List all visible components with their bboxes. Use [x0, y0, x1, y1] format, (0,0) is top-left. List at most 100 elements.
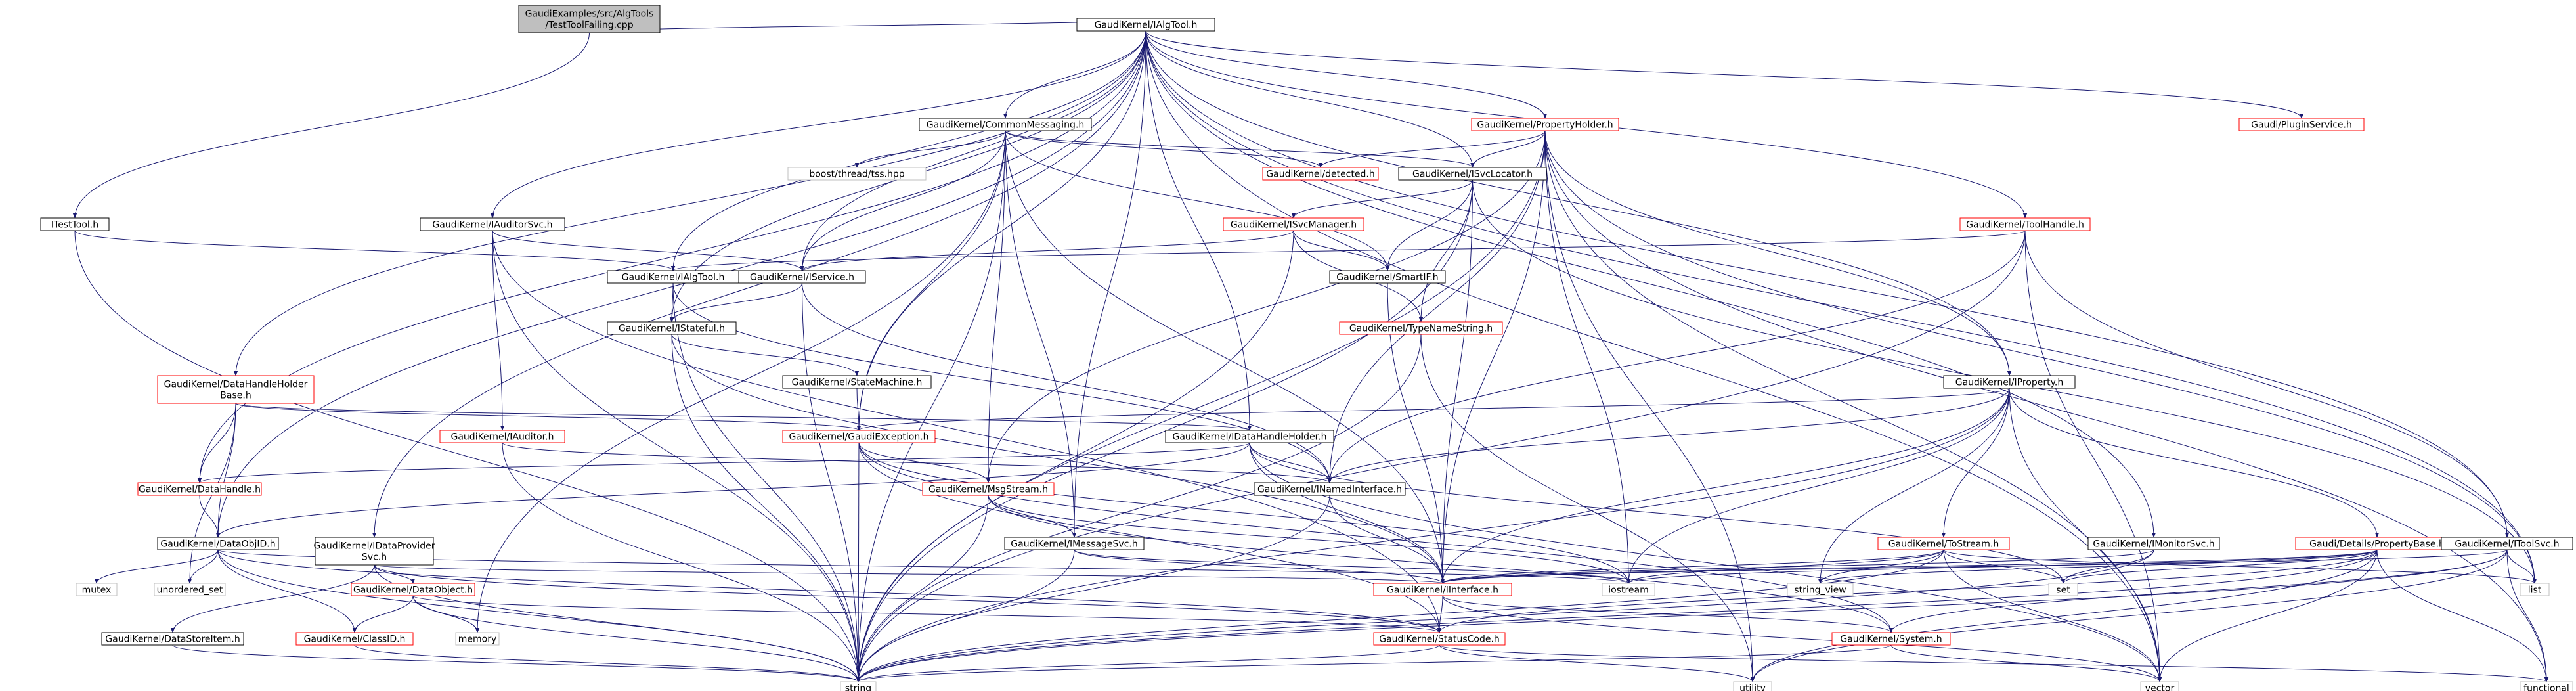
node-idatahandleholder[interactable]: GaudiKernel/IDataHandleHolder.h — [1165, 430, 1334, 443]
node-memory[interactable]: memory — [455, 632, 500, 646]
node-isvclocator[interactable]: GaudiKernel/ISvcLocator.h — [1398, 167, 1547, 181]
edge-root-to-itesttool — [72, 32, 590, 219]
node-string-label: string — [845, 684, 871, 691]
node-statuscode[interactable]: GaudiKernel/StatusCode.h — [1373, 632, 1506, 646]
node-smartif-label: GaudiKernel/SmartIF.h — [1336, 273, 1438, 283]
edge-datahandleholderbase-to-idatahandleholder — [235, 403, 1252, 431]
node-tostream[interactable]: GaudiKernel/ToStream.h — [1877, 537, 2010, 550]
node-iauditor[interactable]: GaudiKernel/IAuditor.h — [439, 430, 565, 443]
node-utility[interactable]: utility — [1733, 681, 1772, 691]
edge-toolhandle-to-inamedinterface — [1327, 230, 2026, 483]
node-utility-label: utility — [1739, 684, 1766, 691]
node-imessagesvc[interactable]: GaudiKernel/IMessageSvc.h — [1004, 537, 1145, 550]
node-statuscode-label: GaudiKernel/StatusCode.h — [1379, 635, 1500, 645]
file-nodes: GaudiExamples/src/AlgTools/TestToolFaili… — [40, 5, 2573, 691]
node-msgstream[interactable]: GaudiKernel/MsgStream.h — [922, 482, 1055, 496]
node-smartif[interactable]: GaudiKernel/SmartIF.h — [1329, 270, 1446, 284]
node-imonitorsvc[interactable]: GaudiKernel/IMonitorSvc.h — [2087, 537, 2220, 550]
edge-iinterface-to-system — [1442, 595, 1894, 633]
node-msgstream-box — [922, 482, 1055, 496]
node-propertybase-label: Gaudi/Details/PropertyBase.h — [2309, 539, 2445, 550]
edge-inamedinterface-to-iinterface — [1329, 495, 1445, 584]
node-dataobjid-label: GaudiKernel/DataObjID.h — [160, 539, 275, 550]
node-typenamestring[interactable]: GaudiKernel/TypeNameString.h — [1339, 321, 1503, 335]
node-datastoreitem-label: GaudiKernel/DataStoreItem.h — [105, 635, 240, 645]
edge-gaudiexception-to-msgstream — [858, 442, 991, 483]
edge-propertybase-to-iinterface — [1441, 549, 2378, 584]
edge-ialgtool_top-to-iauditorsvc — [490, 30, 1146, 219]
edge-ialgtool_top-to-isvclocator — [1145, 30, 1475, 168]
node-isvcmanager[interactable]: GaudiKernel/ISvcManager.h — [1223, 217, 1364, 231]
node-toolhandle[interactable]: GaudiKernel/ToolHandle.h — [1959, 217, 2091, 231]
node-dataobject[interactable]: GaudiKernel/DataObject.h — [351, 583, 475, 596]
node-iauditorsvc-box — [420, 217, 565, 231]
edge-iinterface-to-statuscode — [1437, 595, 1443, 633]
node-datastoreitem[interactable]: GaudiKernel/DataStoreItem.h — [101, 632, 244, 646]
node-mutex[interactable]: mutex — [76, 583, 118, 596]
node-functional-box — [2520, 681, 2573, 691]
node-inamedinterface-box — [1254, 482, 1406, 496]
edge-iauditor-to-inamedinterface — [502, 442, 1332, 483]
edge-isvclocator-to-smartif — [1385, 179, 1473, 271]
node-imonitorsvc-box — [2087, 537, 2220, 550]
node-dataobjid[interactable]: GaudiKernel/DataObjID.h — [157, 537, 279, 550]
edge-toolhandle-to-ialgtool2 — [671, 230, 2026, 271]
node-functional-label: functional — [2523, 684, 2569, 691]
node-classid[interactable]: GaudiKernel/ClassID.h — [295, 632, 414, 646]
node-itoolsvc[interactable]: GaudiKernel/IToolSvc.h — [2441, 537, 2573, 550]
edge-iproperty-to-vector — [2009, 388, 2162, 682]
node-propertybase[interactable]: Gaudi/Details/PropertyBase.h — [2295, 537, 2459, 550]
node-vector[interactable]: vector — [2140, 681, 2179, 691]
edge-isvclocator-to-iinterface — [1440, 179, 1473, 584]
node-commonmessaging[interactable]: GaudiKernel/CommonMessaging.h — [919, 118, 1092, 131]
node-boost-tss[interactable]: boost/thread/tss.hpp — [787, 167, 927, 181]
node-iauditorsvc[interactable]: GaudiKernel/IAuditorSvc.h — [420, 217, 565, 231]
node-itesttool[interactable]: ITestTool.h — [40, 217, 110, 231]
node-iservice[interactable]: GaudiKernel/IService.h — [738, 270, 866, 284]
node-string-view[interactable]: string_view — [1787, 583, 1854, 596]
node-utility-box — [1733, 681, 1772, 691]
edge-classid-to-string — [354, 644, 861, 682]
node-iauditorsvc-label: GaudiKernel/IAuditorSvc.h — [432, 220, 552, 231]
node-list[interactable]: list — [2520, 583, 2550, 596]
edge-iproperty-to-string_view — [1818, 388, 2010, 584]
node-ialgtool-top[interactable]: GaudiKernel/IAlgTool.h — [1076, 18, 1215, 32]
edge-ialgtool_top-to-ialgtool2 — [670, 30, 1146, 271]
node-statuscode-box — [1373, 632, 1506, 646]
edge-itoolsvc-to-system — [1888, 549, 2508, 633]
edge-ialgtool_top-to-vector — [1145, 30, 2162, 682]
node-iostream[interactable]: iostream — [1602, 583, 1655, 596]
node-pluginservice[interactable]: Gaudi/PluginService.h — [2238, 118, 2365, 131]
node-statemachine[interactable]: GaudiKernel/StateMachine.h — [782, 375, 932, 389]
node-functional[interactable]: functional — [2520, 681, 2573, 691]
node-iproperty[interactable]: GaudiKernel/IProperty.h — [1943, 375, 2076, 389]
node-detected[interactable]: GaudiKernel/detected.h — [1262, 167, 1379, 181]
node-system-label: GaudiKernel/System.h — [1840, 635, 1942, 645]
node-propertyholder[interactable]: GaudiKernel/PropertyHolder.h — [1471, 118, 1619, 131]
node-istateful-box — [607, 321, 737, 335]
node-ialgtool2-label: GaudiKernel/IAlgTool.h — [622, 273, 725, 283]
edge-commonmessaging-to-iinterface — [1005, 130, 1445, 584]
edge-ialgtool_top-to-imessagesvc — [1072, 30, 1146, 538]
node-datahandle[interactable]: GaudiKernel/DataHandle.h — [137, 482, 262, 496]
node-memory-box — [455, 632, 500, 646]
node-ialgtool2[interactable]: GaudiKernel/IAlgTool.h — [607, 270, 739, 284]
edge-propertyholder-to-msgstream — [986, 130, 1546, 483]
node-iostream-label: iostream — [1608, 585, 1649, 596]
node-system[interactable]: GaudiKernel/System.h — [1831, 632, 1951, 646]
node-unordered-set[interactable]: unordered_set — [154, 583, 226, 596]
node-istateful[interactable]: GaudiKernel/IStateful.h — [607, 321, 737, 335]
node-set[interactable]: set — [2048, 583, 2078, 596]
edge-imessagesvc-to-iinterface — [1074, 549, 1445, 584]
edge-datastoreitem-to-string — [172, 644, 860, 682]
node-inamedinterface[interactable]: GaudiKernel/INamedInterface.h — [1254, 482, 1406, 496]
edge-propertybase-to-set — [2061, 549, 2378, 584]
node-root[interactable]: GaudiExamples/src/AlgTools/TestToolFaili… — [518, 5, 661, 33]
node-gaudiexception[interactable]: GaudiKernel/GaudiException.h — [782, 430, 936, 443]
node-string[interactable]: string — [840, 681, 877, 691]
node-mutex-label: mutex — [82, 585, 112, 596]
node-iinterface[interactable]: GaudiKernel/IInterface.h — [1373, 583, 1512, 596]
node-statemachine-label: GaudiKernel/StateMachine.h — [792, 378, 923, 388]
